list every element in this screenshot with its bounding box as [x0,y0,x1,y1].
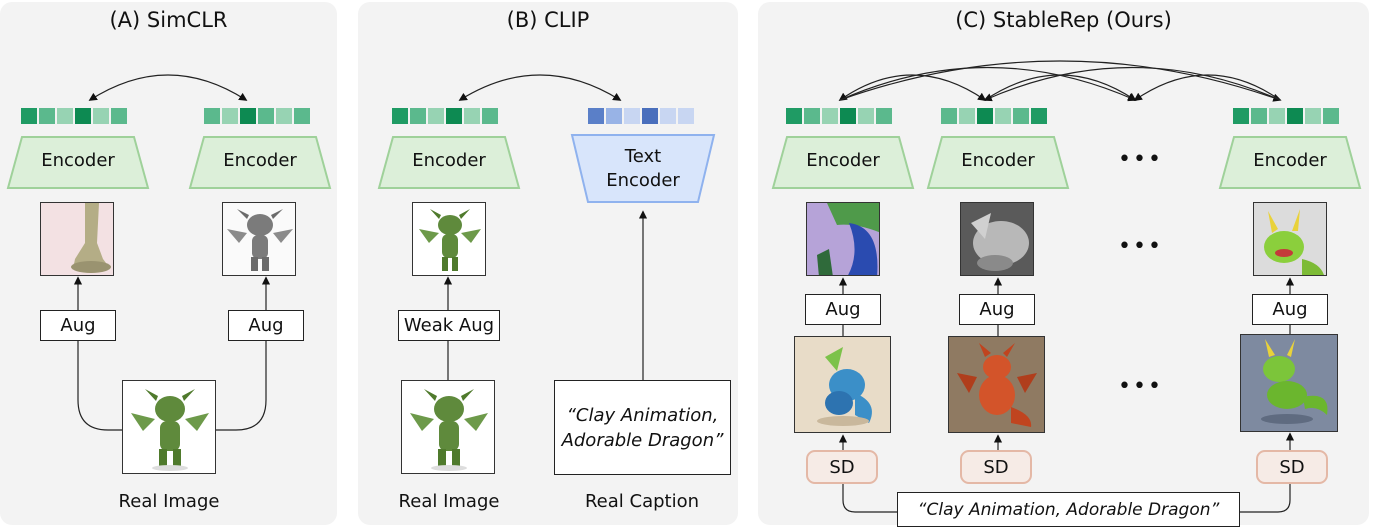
caption-line1: “Clay Animation, [566,404,719,426]
encoder-label: Encoder [1253,150,1327,171]
dragon-image-icon [401,380,495,474]
ellipsis: ••• [1118,234,1163,259]
stable-diffusion-box: SD [806,450,878,484]
weak-aug-box: Weak Aug [398,310,500,341]
encoder: Encoder [771,136,915,189]
stable-diffusion-box: SD [960,450,1032,484]
encoder: Encoder [1218,136,1362,189]
encoder: Encoder [377,136,521,189]
caption-line2: Adorable Dragon” [561,429,724,451]
bidirectional-arrow-icon [88,74,248,101]
aug-box: Aug [959,294,1035,325]
dragon-image-icon [40,202,114,276]
dragon-image-icon [222,202,296,276]
encoder-label: Encoder [41,150,115,171]
panel-stablerep-title: (C) StableRep (Ours) [955,8,1172,32]
dragon-image-icon [122,380,216,474]
encoder: Encoder [926,136,1070,189]
text-encoder: Text Encoder [570,134,716,204]
ellipsis: ••• [1118,147,1163,172]
stable-diffusion-box: SD [1256,450,1328,484]
prompt-box: “Clay Animation, Adorable Dragon” [897,492,1240,527]
encoder-label: Encoder [223,150,297,171]
dragon-image-icon [794,336,891,433]
encoder-label: Encoder [961,150,1035,171]
dragon-image-icon [412,202,486,276]
encoder: Encoder [6,136,150,189]
real-image-caption: Real Image [398,491,500,512]
text-encoder-label-line2: Encoder [606,170,680,191]
aug-box: Aug [228,310,304,341]
encoder-label: Encoder [412,150,486,171]
dragon-image-icon [960,202,1034,276]
panel-simclr-title: (A) SimCLR [109,8,228,32]
dragon-image-icon [1240,334,1338,432]
bidirectional-arrow-icon [458,74,622,101]
real-image-caption: Real Image [118,491,220,512]
aug-box: Aug [805,294,881,325]
aug-box: Aug [1252,294,1328,325]
real-caption-label: Real Caption [584,491,700,512]
dragon-image-icon [948,336,1045,433]
encoder: Encoder [188,136,332,189]
caption-box: “Clay Animation, Adorable Dragon” [554,380,731,475]
text-encoder-label-line1: Text [624,146,662,167]
ellipsis: ••• [1118,374,1163,399]
panel-clip-title: (B) CLIP [506,8,590,32]
aug-box: Aug [40,310,116,341]
encoder-label: Encoder [806,150,880,171]
dragon-image-icon [1253,202,1327,276]
dragon-image-icon [806,202,880,276]
